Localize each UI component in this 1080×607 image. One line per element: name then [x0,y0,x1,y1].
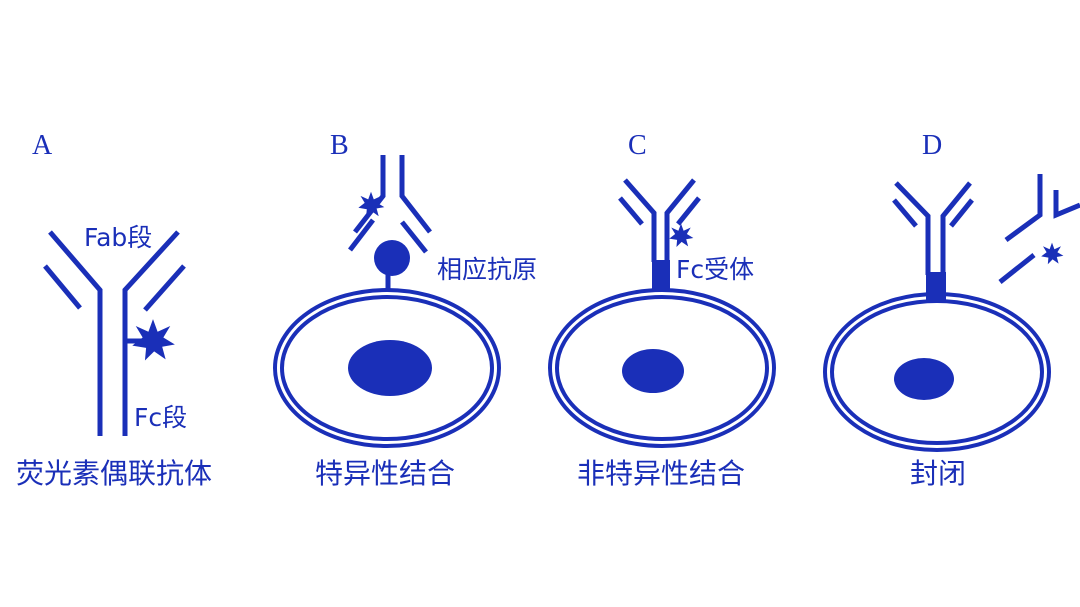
fluorescein-star-icon [669,223,694,248]
caption-b: 特异性结合 [315,457,455,490]
antigen-label: 相应抗原 [437,255,537,284]
cell-nucleus-icon [894,358,954,400]
cell-nucleus-icon [348,340,432,396]
panel-d-cell [823,174,1080,452]
cell-nucleus-icon [622,349,684,393]
antigen-icon [374,240,410,276]
caption-a: 荧光素偶联抗体 [16,457,212,490]
panel-letter-d: D [922,130,942,161]
blocking-protein-icon [926,272,946,300]
panel-a-antibody [43,230,186,436]
panel-letter-b: B [330,130,349,161]
fab-segment-label: Fab段 [84,223,152,252]
caption-d: 封闭 [910,457,966,490]
panel-letter-c: C [628,130,647,161]
fluorescein-star-icon [1041,242,1064,265]
fc-receptor-icon [652,260,670,292]
caption-c: 非特异性结合 [577,457,745,490]
panel-c-cell [548,178,776,448]
fc-segment-label: Fc段 [134,403,187,432]
panel-b-cell [273,155,501,448]
fc-receptor-label: Fc受体 [676,255,754,284]
panel-letter-a: A [32,130,53,161]
